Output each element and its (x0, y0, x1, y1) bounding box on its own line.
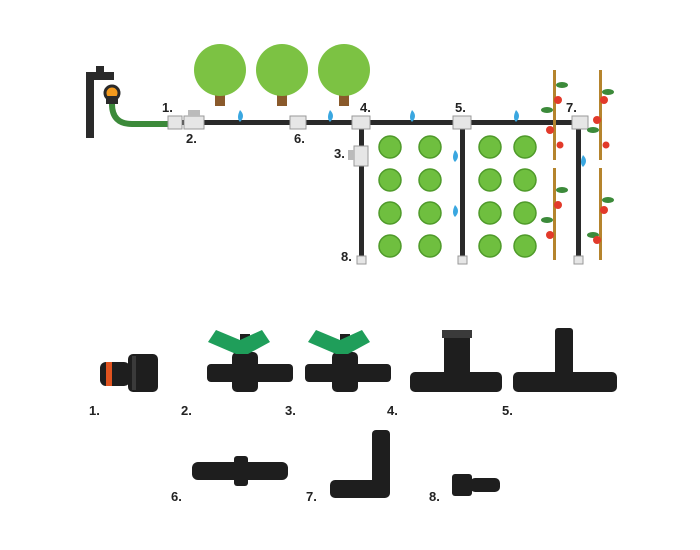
garden-layout: 1. 2. 6. 4. 3. 5. 7. 8. (86, 44, 614, 265)
layout-label-8: 8. (341, 249, 352, 264)
part-label-4: 4. (387, 403, 398, 418)
part-label-2: 2. (181, 403, 192, 418)
main-drip-line (170, 120, 588, 125)
connector-5-icon (452, 115, 472, 130)
layout-label-4: 4. (360, 100, 371, 115)
water-drop-icon (238, 110, 586, 217)
garden-hose (109, 103, 172, 127)
tree-icon (318, 44, 370, 106)
drip-lateral (576, 124, 581, 260)
valve-with-thread-icon (207, 330, 293, 392)
layout-label-1: 1. (162, 100, 173, 115)
part-label-7: 7. (306, 489, 317, 504)
connector-8-icon (356, 255, 584, 265)
tee-icon (513, 328, 617, 392)
part-label-1: 1. (89, 403, 100, 418)
part-label-5: 5. (502, 403, 513, 418)
layout-label-2: 2. (186, 131, 197, 146)
layout-label-6: 6. (294, 131, 305, 146)
connector-4-icon (351, 115, 371, 130)
tomato-plants (541, 70, 614, 260)
end-plug-icon (452, 474, 500, 496)
part-label-8: 8. (429, 489, 440, 504)
straight-connector-icon (192, 456, 288, 486)
part-label-3: 3. (285, 403, 296, 418)
tee-with-thread-icon (410, 330, 502, 392)
layout-label-5: 5. (455, 100, 466, 115)
drip-lateral (359, 124, 364, 260)
connector-7-icon (571, 115, 589, 130)
tree-icon (256, 44, 308, 106)
connector-2-icon (183, 110, 205, 130)
connector-3-icon (348, 145, 369, 167)
parts-catalog: 1. 2. 3. 4. 5. 6. 7. 8. (89, 328, 617, 504)
drip-lateral (460, 124, 465, 260)
connector-6-icon (289, 115, 307, 130)
quick-connector-icon (100, 354, 158, 392)
elbow-connector-icon (330, 430, 390, 498)
connector-1-icon (167, 115, 183, 130)
tree-icon (194, 44, 246, 106)
layout-label-3: 3. (334, 146, 345, 161)
valve-icon (305, 330, 391, 392)
layout-label-7: 7. (566, 100, 577, 115)
part-label-6: 6. (171, 489, 182, 504)
lettuce-bed (378, 135, 537, 258)
water-tap-icon (86, 66, 121, 138)
